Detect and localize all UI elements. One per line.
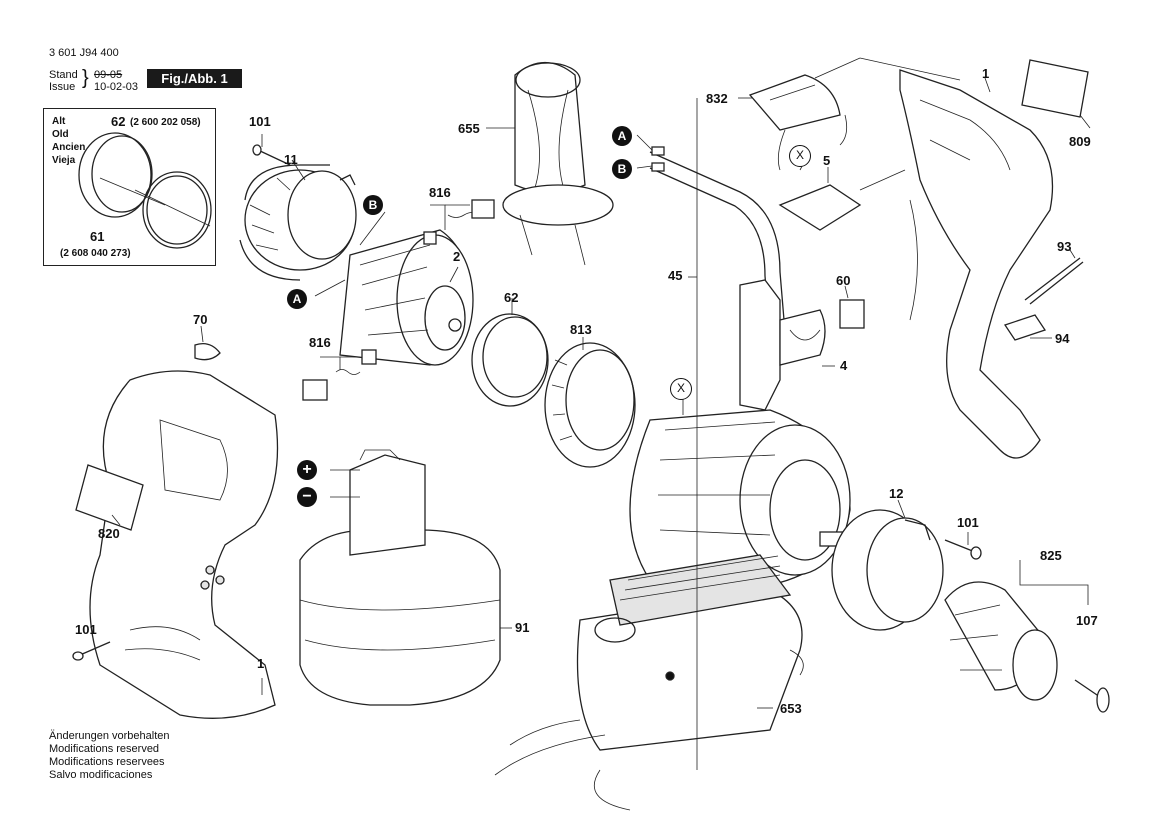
callout-45: 45 [668,268,683,283]
callout-107: 107 [1076,613,1098,628]
marker-minus-terminal: − [297,487,317,507]
callout-813: 813 [570,322,592,337]
ring-62-drawing [471,298,549,407]
part-11-drawing [239,159,357,281]
code-old-62: (2 600 202 058) [130,117,201,128]
label-820-drawing [75,464,144,531]
figure-label: Fig./Abb. 1 [147,69,242,88]
callout-94: 94 [1055,331,1070,346]
callout-60: 60 [836,273,851,288]
clip-94-drawing [1003,314,1052,341]
footer-line-fr: Modifications reservees [49,756,165,768]
gearbox-drawing [629,397,851,586]
chuck-drawing [944,560,1110,713]
charger-653-drawing [494,554,804,811]
part-60-drawing [839,285,865,329]
callout-91: 91 [515,620,530,635]
battery-91-drawing [299,449,512,706]
callout-1-top: 1 [982,66,990,81]
callout-4: 4 [840,358,848,373]
callout-820: 820 [98,526,120,541]
old-parts-labels: Alt Old Ancien Vieja [52,115,85,167]
callout-101-left: 101 [75,622,97,637]
callout-101-top: 101 [249,114,271,129]
brush-816-top-drawing [423,199,495,245]
housing-left-drawing [89,370,279,719]
callout-62: 62 [504,290,519,305]
callout-832: 832 [706,91,728,106]
label-old: Old [52,129,69,140]
footer-line-es: Salvo modificaciones [49,769,153,781]
issue-label: Issue [49,81,76,93]
callout-12: 12 [889,486,904,501]
callout-old-61: 61 [90,229,105,244]
callout-2: 2 [453,249,461,264]
callout-655: 655 [458,121,480,136]
switch-4-drawing [739,279,835,411]
screw-101-top-drawing [252,134,291,166]
label-809-drawing [1021,59,1091,129]
callout-5: 5 [823,153,831,168]
screw-101-right-drawing [944,532,982,560]
marker-x-gearbox: X [670,378,692,400]
callout-101-right: 101 [957,515,979,530]
callout-11: 11 [284,152,298,167]
callout-93: 93 [1057,239,1072,254]
document-number: 3 601 J94 400 [49,47,119,59]
old-parts-box [43,108,216,266]
label-alt: Alt [52,116,66,127]
marker-b-motor: B [363,195,383,215]
housing-right-drawing [814,57,1054,459]
part-5-drawing [778,167,862,231]
stand-date: 09-05 [94,69,123,81]
part-655-drawing [486,62,614,266]
marker-a-wire: A [612,126,632,146]
motor-2-drawing [339,229,474,366]
old-ring-62-drawing [78,132,166,218]
label-vieja: Vieja [52,155,76,166]
callout-825: 825 [1040,548,1062,563]
label-ancien: Ancien [52,142,86,153]
marker-x-switch: X [789,145,811,167]
issue-date: 10-02-03 [94,81,139,93]
brace-glyph: } [82,67,89,89]
part-832-drawing [738,74,848,171]
bit-93-drawing [1024,249,1084,305]
leader-lines [276,134,809,498]
clip-70-drawing [194,325,221,361]
marker-plus-terminal: + [297,460,317,480]
ring-813-drawing [544,337,636,468]
stand-label: Stand [49,69,78,81]
old-ring-61-drawing [134,171,212,249]
callout-old-62: 62 [111,114,126,129]
marker-a-motor: A [287,289,307,309]
code-old-61: (2 608 040 273) [60,248,131,259]
part-12-drawing [831,499,944,631]
screw-101-left-drawing [72,641,111,661]
callout-70: 70 [193,312,208,327]
marker-b-wire: B [612,159,632,179]
wire-leads-45-drawing [649,98,786,770]
footer-line-en: Modifications reserved [49,743,160,755]
brush-816-bottom-drawing [302,349,377,401]
callout-809: 809 [1069,134,1091,149]
callout-816-bottom: 816 [309,335,331,350]
callout-653: 653 [780,701,802,716]
callout-816-top: 816 [429,185,451,200]
callout-1-bottom: 1 [257,656,265,671]
footer-line-de: Änderungen vorbehalten [49,730,170,742]
